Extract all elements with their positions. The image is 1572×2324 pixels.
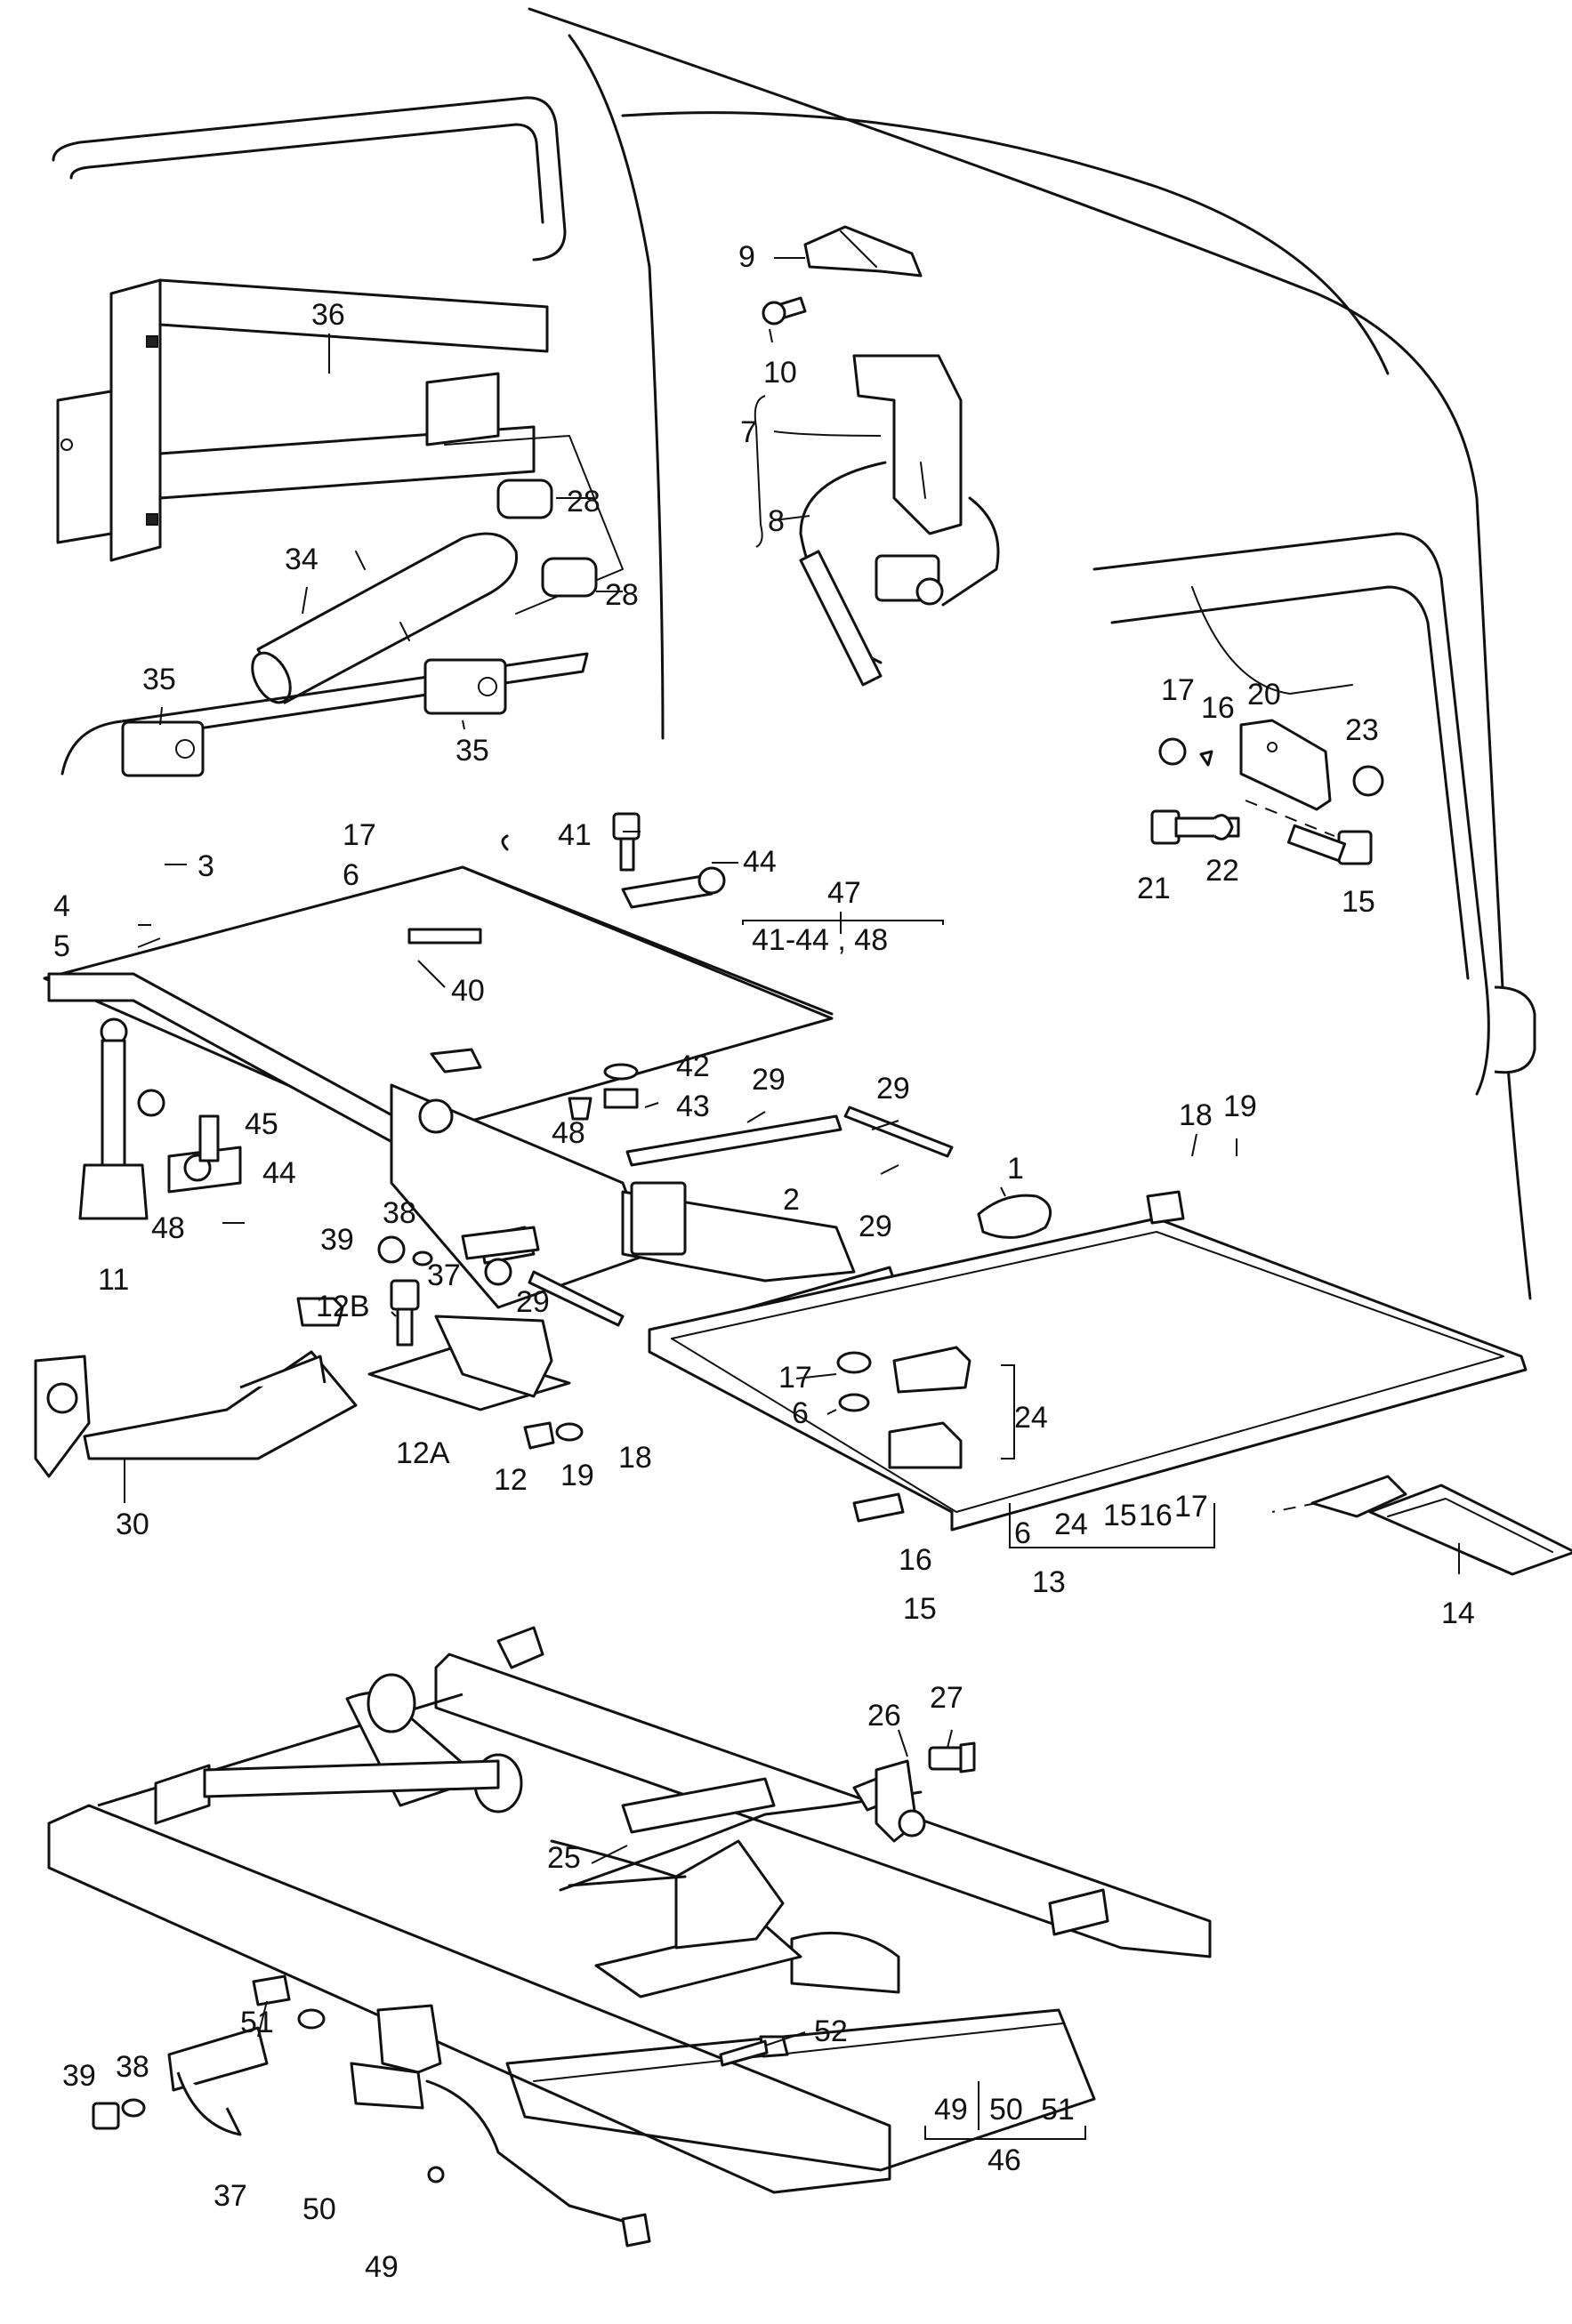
callout-29-a: 29 [752, 1063, 786, 1097]
callout-37-bottom: 37 [214, 2179, 247, 2213]
callout-8: 8 [768, 504, 785, 538]
bracket-assembly-20 [1150, 719, 1384, 865]
callout-27: 27 [930, 1681, 963, 1715]
callout-24-floor: 24 [1014, 1401, 1048, 1435]
foam-pad-28b [541, 557, 598, 598]
tie-down-strap-7-8 [799, 354, 1000, 687]
grab-tube-34 [251, 435, 624, 704]
callout-28a: 28 [567, 485, 601, 519]
foam-pad-28a [496, 478, 553, 519]
callout-19-right: 19 [1223, 1090, 1257, 1123]
callout-39-mid: 39 [320, 1223, 354, 1257]
callout-3: 3 [198, 849, 214, 883]
callout-28b: 28 [605, 578, 639, 612]
callout-17-right: 17 [1161, 673, 1195, 707]
callout-19-mid: 19 [560, 1459, 594, 1492]
callout-45: 45 [245, 1107, 278, 1141]
callout-48-mid: 48 [552, 1116, 585, 1150]
callout-26: 26 [867, 1699, 901, 1733]
callout-51-left: 51 [240, 2006, 274, 2039]
vehicle-body-outline [52, 7, 1536, 1300]
callout-13: 13 [1032, 1565, 1066, 1599]
callout-12A: 12A [396, 1436, 450, 1470]
callout-labels: 36 28 28 34 35 35 9 10 7 8 17 16 20 23 2… [53, 240, 1475, 2284]
callout-51-group: 51 [1041, 2093, 1075, 2127]
callout-16-bottom: 16 [899, 1543, 932, 1577]
callout-17-floor: 17 [778, 1361, 812, 1395]
callout-41: 41 [558, 818, 592, 852]
callout-50-group: 50 [989, 2093, 1023, 2127]
callout-29-d: 29 [516, 1285, 550, 1319]
callout-7: 7 [740, 415, 757, 449]
callout-15-group: 15 [1103, 1499, 1137, 1532]
callout-22: 22 [1205, 854, 1239, 888]
callout-47: 47 [827, 876, 861, 910]
callout-16-group: 16 [1139, 1499, 1173, 1532]
callout-17-group: 17 [1174, 1490, 1208, 1524]
seat-base-frame-46 [47, 1626, 1212, 2194]
callout-49-group: 49 [934, 2093, 968, 2127]
callout-11: 11 [98, 1263, 129, 1297]
callout-29-b: 29 [876, 1072, 910, 1106]
callout-37-mid: 37 [427, 1258, 461, 1292]
callout-10: 10 [763, 356, 797, 390]
bracket-12-hardware [34, 1279, 584, 1478]
callout-6-group: 6 [1014, 1516, 1031, 1550]
callout-34: 34 [285, 543, 318, 576]
callout-38-mid: 38 [383, 1196, 416, 1230]
callout-42: 42 [676, 1049, 710, 1083]
callout-17-top: 17 [343, 818, 376, 852]
callout-21: 21 [1137, 872, 1171, 905]
step-14 [1271, 1475, 1572, 1576]
callout-36: 36 [311, 298, 345, 332]
callout-39-bottom: 39 [62, 2059, 96, 2093]
callout-6-top: 6 [343, 858, 359, 892]
callout-23: 23 [1345, 713, 1379, 747]
callout-44-top: 44 [743, 845, 777, 879]
callout-5: 5 [53, 929, 70, 963]
callout-40: 40 [451, 974, 485, 1008]
callout-52: 52 [814, 2014, 848, 2048]
callout-44-mid: 44 [262, 1156, 296, 1190]
callout-46: 46 [988, 2143, 1021, 2177]
callout-24-group: 24 [1054, 1508, 1088, 1541]
spindle-49-50-51 [92, 1974, 651, 2248]
callout-41-44-48: 41-44 , 48 [752, 923, 888, 957]
callout-35b: 35 [455, 734, 489, 768]
callout-12: 12 [494, 1463, 528, 1497]
callout-30: 30 [116, 1508, 149, 1541]
floor-panel-13 [648, 1190, 1528, 1532]
callout-15-bottom: 15 [903, 1592, 937, 1626]
rod-with-clips-35 [60, 652, 589, 777]
callout-18-right: 18 [1179, 1098, 1213, 1132]
callout-35a: 35 [142, 663, 176, 696]
callout-50-bottom: 50 [302, 2192, 336, 2226]
callout-20: 20 [1247, 678, 1281, 712]
callout-15-right: 15 [1342, 885, 1375, 919]
callout-43: 43 [676, 1090, 710, 1123]
callout-12B: 12B [316, 1290, 370, 1323]
callout-14: 14 [1441, 1596, 1475, 1630]
callout-49-bottom: 49 [365, 2250, 399, 2284]
callout-4: 4 [53, 889, 70, 923]
leader-lines [124, 257, 1460, 2140]
callout-1: 1 [1007, 1152, 1024, 1186]
callout-29-c: 29 [859, 1210, 892, 1243]
callout-6-floor: 6 [792, 1396, 809, 1430]
callout-25: 25 [547, 1841, 581, 1875]
callout-2: 2 [783, 1183, 800, 1217]
storage-shelf-36 [56, 278, 549, 562]
hook-9-screw-10 [762, 225, 923, 326]
callout-9: 9 [738, 240, 755, 274]
callout-18-mid: 18 [618, 1441, 652, 1475]
callout-48-left: 48 [151, 1211, 185, 1245]
callout-38-bottom: 38 [116, 2050, 149, 2084]
callout-16-right: 16 [1201, 691, 1235, 725]
seat-frame-assembly [43, 812, 856, 1327]
